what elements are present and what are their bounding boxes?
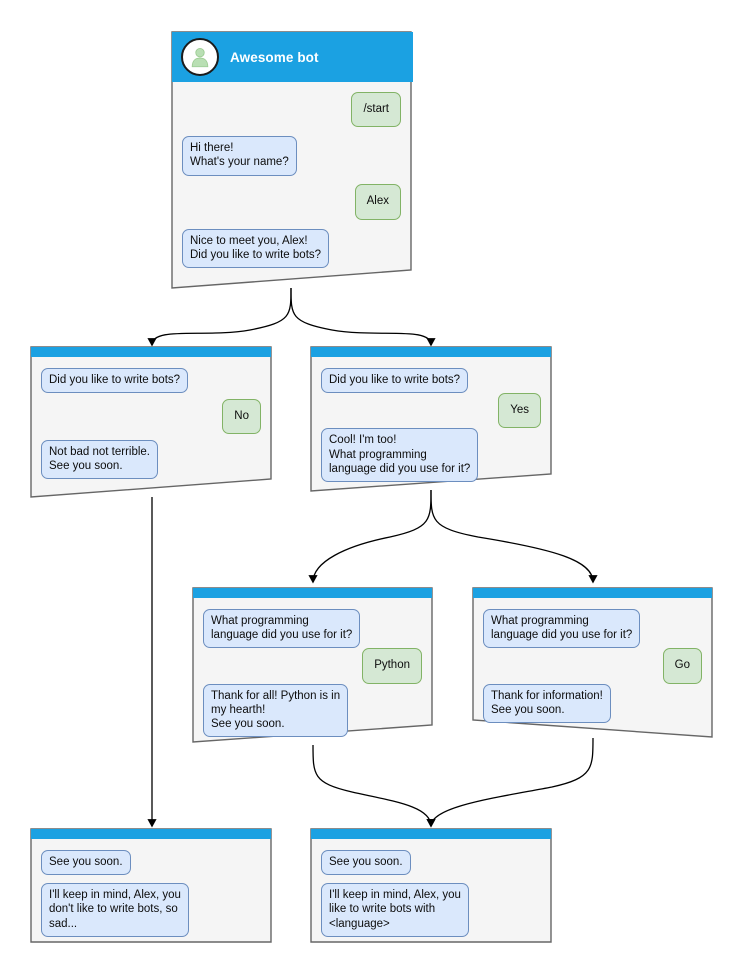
edge-yes-to-python: [308, 489, 432, 584]
edge-python-to-end-happy: [312, 744, 436, 828]
node-lang-python[interactable]: What programming language did you use fo…: [192, 587, 433, 743]
spacer: [41, 434, 261, 440]
node-end-sad-header: [31, 829, 271, 839]
user-message-bubble[interactable]: Alex: [354, 184, 401, 220]
bot-message-bubble[interactable]: See you soon.: [41, 850, 131, 876]
user-message-bubble[interactable]: Yes: [498, 393, 541, 429]
node-end-sad[interactable]: See you soon. I'll keep in mind, Alex, y…: [30, 828, 272, 943]
bot-message-bubble[interactable]: I'll keep in mind, Alex, you like to wri…: [321, 883, 469, 937]
node-start[interactable]: Awesome bot /start Hi there! What's your…: [170, 30, 413, 290]
bot-message-bubble[interactable]: I'll keep in mind, Alex, you don't like …: [41, 883, 189, 937]
node-answer-no[interactable]: Did you like to write bots? No Not bad n…: [30, 346, 272, 498]
node-end-happy-messages: See you soon. I'll keep in mind, Alex, y…: [311, 840, 551, 942]
bot-message-bubble[interactable]: Did you like to write bots?: [321, 368, 469, 394]
bot-message-bubble[interactable]: Hi there! What's your name?: [182, 136, 297, 176]
node-start-header: Awesome bot: [172, 32, 413, 82]
node-start-messages: /start Hi there! What's your name? Alex …: [172, 82, 411, 268]
user-message-bubble[interactable]: /start: [351, 92, 401, 128]
bot-message-bubble[interactable]: See you soon.: [321, 850, 411, 876]
node-lang-python-header: [193, 588, 432, 598]
node-lang-go-messages: What programming language did you use fo…: [473, 599, 712, 724]
node-answer-no-header: [31, 347, 271, 357]
user-message-bubble[interactable]: Go: [662, 648, 702, 684]
edge-start-to-yes: [290, 287, 436, 347]
node-answer-yes-header: [311, 347, 551, 357]
bot-message-bubble[interactable]: What programming language did you use fo…: [203, 609, 361, 649]
bot-message-bubble[interactable]: Did you like to write bots?: [41, 368, 189, 394]
bot-message-bubble[interactable]: Not bad not terrible. See you soon.: [41, 439, 159, 479]
bot-message-bubble[interactable]: Thank for all! Python is in my hearth! S…: [203, 683, 349, 738]
bot-message-bubble[interactable]: Nice to meet you, Alex! Did you like to …: [182, 228, 330, 268]
user-message-bubble[interactable]: No: [222, 398, 261, 434]
node-answer-no-messages: Did you like to write bots? No Not bad n…: [31, 358, 271, 479]
spacer: [41, 875, 261, 883]
spacer: [182, 127, 401, 136]
node-end-happy[interactable]: See you soon. I'll keep in mind, Alex, y…: [310, 828, 552, 943]
node-answer-yes[interactable]: Did you like to write bots? Yes Cool! I'…: [310, 346, 552, 492]
spacer: [182, 220, 401, 229]
node-lang-go[interactable]: What programming language did you use fo…: [472, 587, 713, 738]
bot-message-bubble[interactable]: What programming language did you use fo…: [483, 609, 641, 649]
edge-yes-to-go: [430, 489, 598, 584]
bot-message-bubble[interactable]: Thank for information! See you soon.: [483, 683, 611, 724]
node-lang-go-header: [473, 588, 712, 598]
spacer: [182, 176, 401, 185]
user-message-bubble[interactable]: Python: [362, 648, 422, 684]
node-end-sad-messages: See you soon. I'll keep in mind, Alex, y…: [31, 840, 271, 942]
edge-start-to-no: [147, 287, 292, 347]
spacer: [321, 875, 541, 883]
bot-title: Awesome bot: [230, 49, 319, 65]
node-answer-yes-messages: Did you like to write bots? Yes Cool! I'…: [311, 358, 551, 483]
bot-message-bubble[interactable]: Cool! I'm too! What programming language…: [321, 428, 479, 483]
person-avatar-icon: [181, 38, 219, 76]
spacer: [41, 393, 261, 399]
node-end-happy-header: [311, 829, 551, 839]
node-lang-python-messages: What programming language did you use fo…: [193, 599, 432, 738]
edge-go-to-end-happy: [426, 737, 594, 828]
